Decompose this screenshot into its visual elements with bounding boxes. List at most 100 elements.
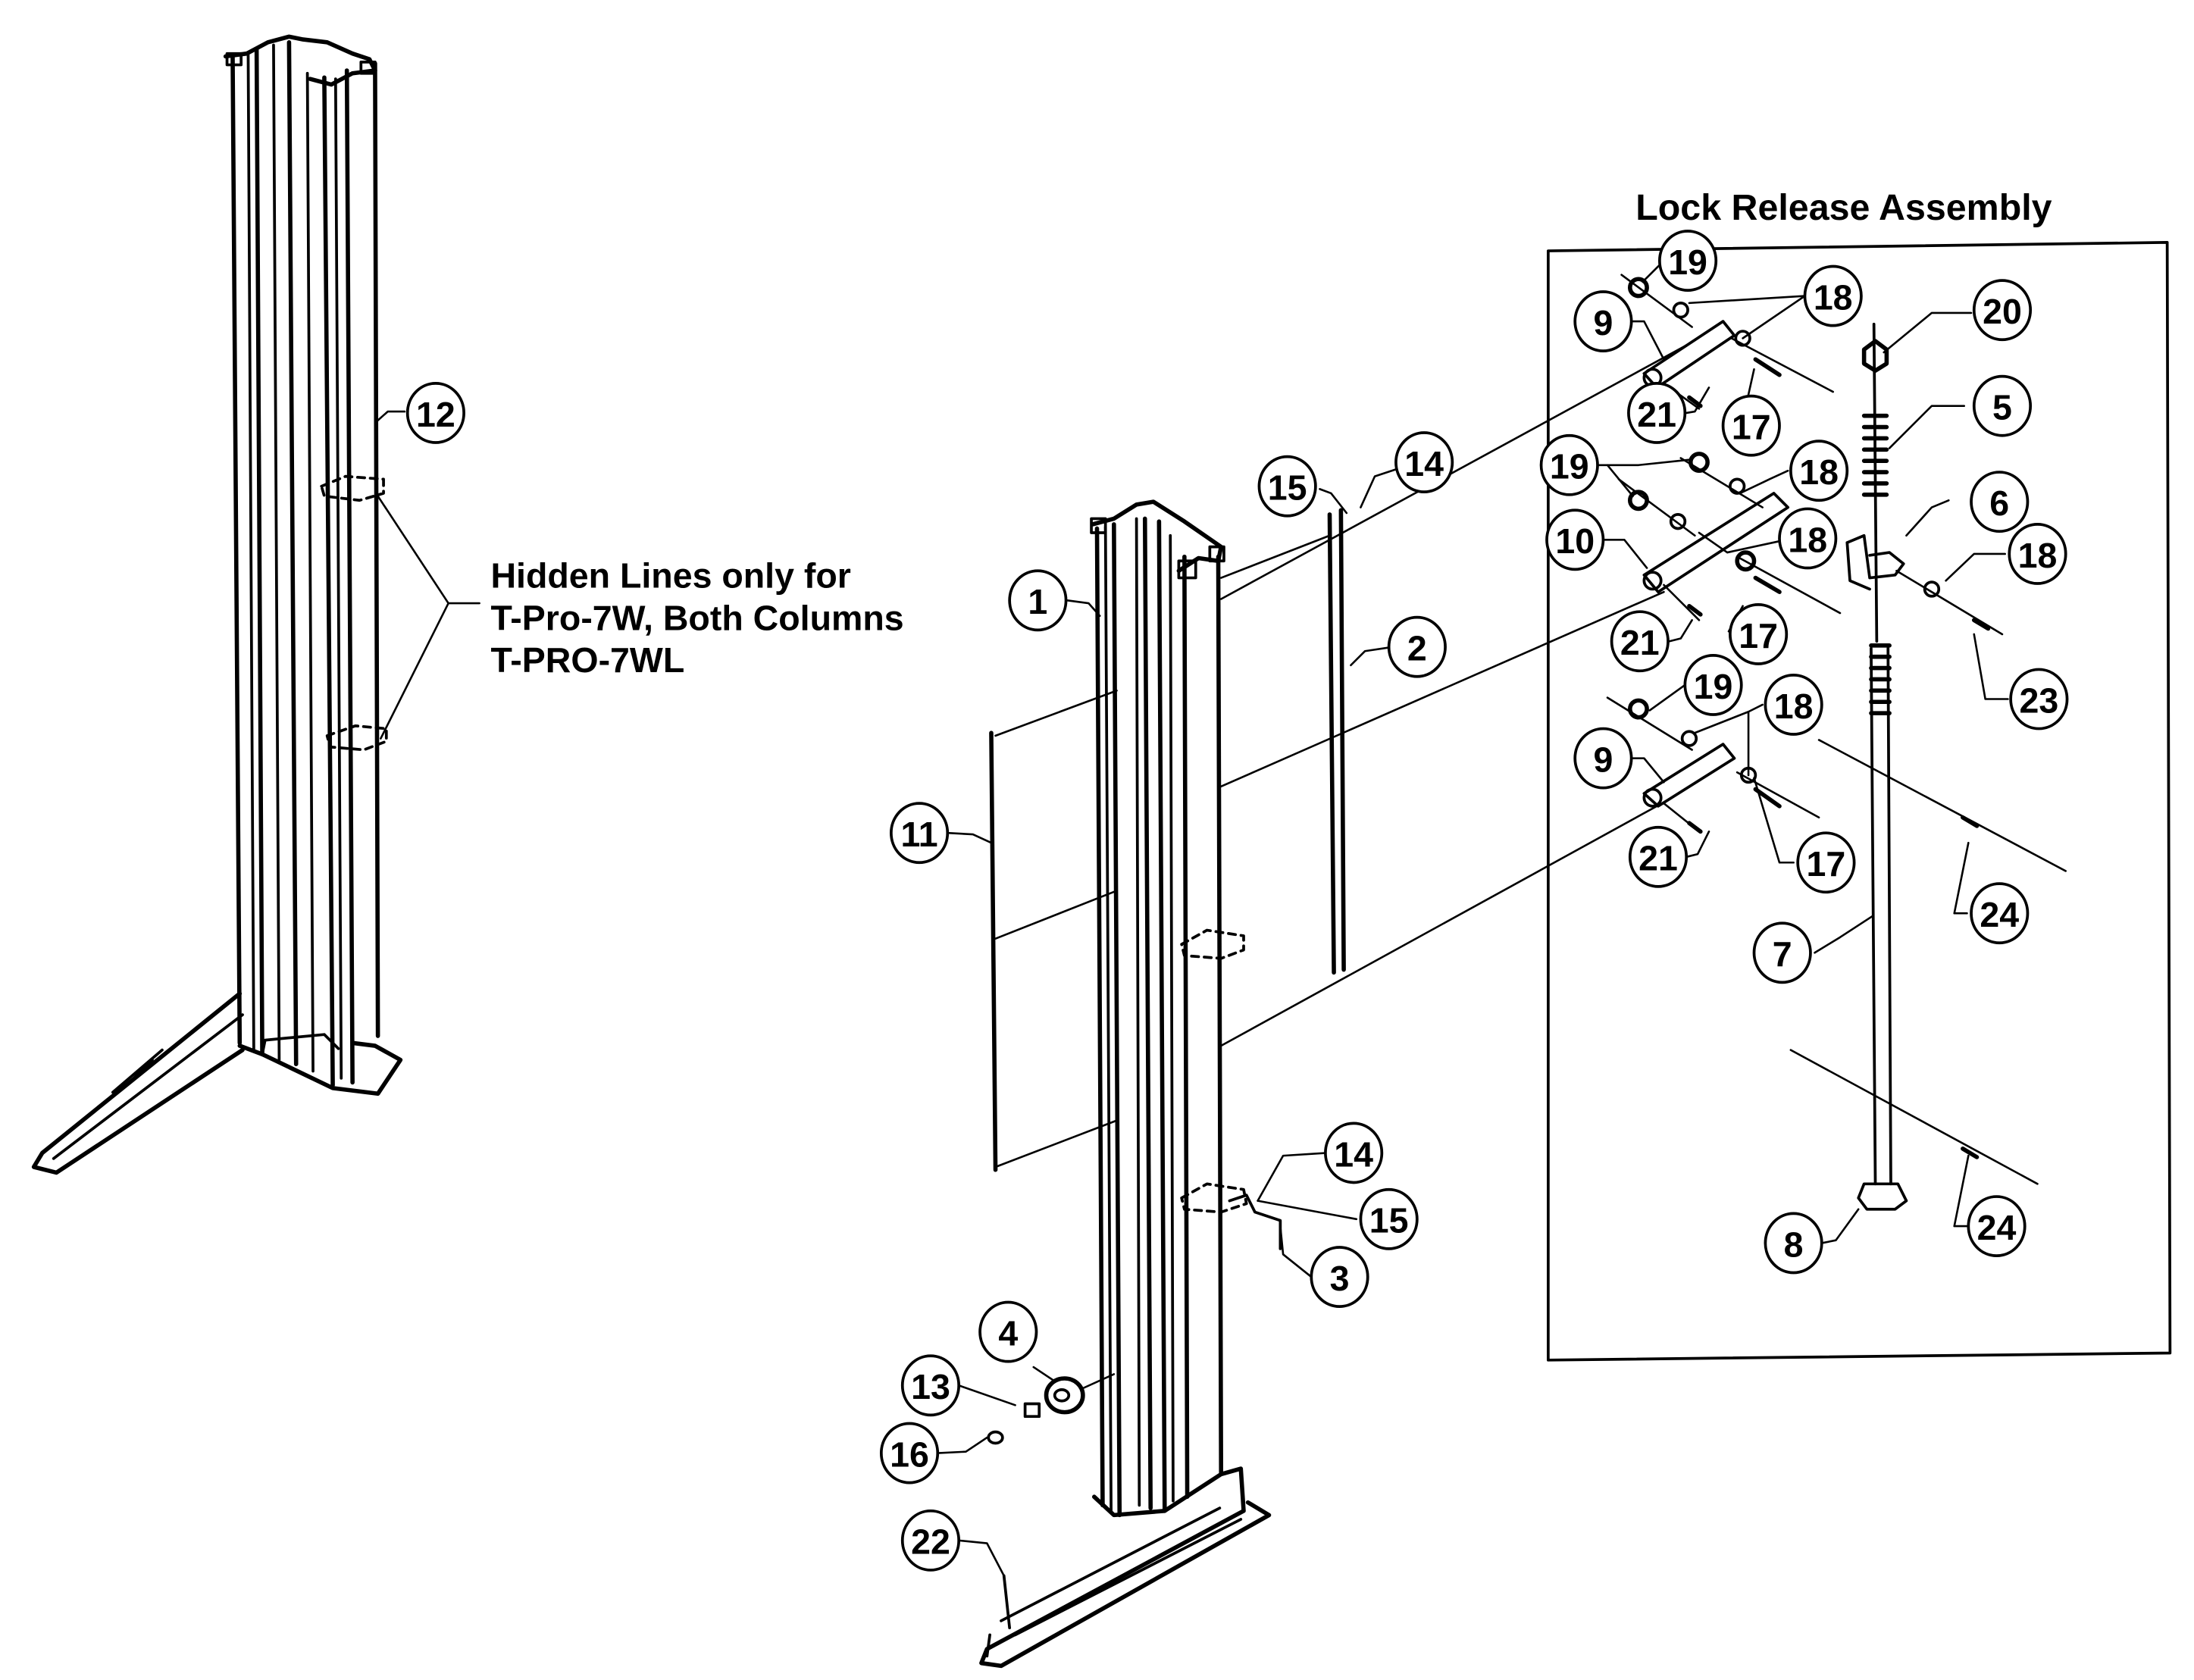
callout-circle [1752,921,1812,984]
callout-circle [1539,433,1599,496]
callout-circle [1008,569,1068,632]
callout-19: 19 [1683,653,1743,716]
callout-19: 19 [1539,433,1599,496]
callout-circle [1387,615,1447,678]
callout-circle [1257,455,1317,518]
callout-circle [879,1422,940,1484]
callout-number: 13 [911,1367,950,1406]
callout-5: 5 [1972,374,2033,437]
callout-19: 19 [1657,230,1718,292]
explode-lines [994,344,1688,1168]
callout-circle [1972,279,2033,342]
callout-14: 14 [1324,1122,1384,1184]
left-column-drawing [31,34,403,1175]
note-line-2: T-Pro-7W, Both Columns [490,598,903,637]
lock-release-leaders [1596,264,2009,1244]
callout-9: 9 [1573,290,1633,352]
callout-circle [1764,1212,1823,1275]
callout-22: 22 [900,1509,961,1572]
callout-13: 13 [900,1354,961,1417]
callout-number: 15 [1369,1201,1409,1240]
lock-release-box: Lock Release Assembly [1547,187,2172,1362]
main-column-leaders [936,468,1397,1577]
rail-part-2 [1327,508,1346,975]
callout-circle [890,802,950,865]
callout-circle [1628,825,1689,888]
callout-number: 14 [1404,444,1444,483]
callout-circle [1796,831,1856,894]
callout-circle [1721,394,1781,457]
callout-number: 21 [1638,839,1678,878]
callout-17: 17 [1796,831,1856,894]
callout-8: 8 [1764,1212,1823,1275]
callout-21: 21 [1610,610,1670,673]
callout-circle [1803,264,1863,327]
callout-18: 18 [1778,507,1838,570]
callout-circle [1394,431,1454,493]
callout-circle [1729,603,1789,665]
callout-18: 18 [1789,440,1849,502]
left-column-leaders [374,410,480,740]
callout-number: 24 [1980,895,2019,934]
callout-circle [1967,1195,2027,1258]
callout-number: 10 [1555,521,1595,561]
callout-circle [405,382,465,444]
callout-number: 22 [911,1522,950,1562]
callout-9: 9 [1573,727,1633,790]
callout-number: 3 [1330,1259,1350,1298]
callout-number: 19 [1668,242,1707,282]
callout-15: 15 [1359,1187,1419,1250]
callout-number: 21 [1620,623,1660,662]
callout-number: 18 [1799,452,1839,492]
callout-number: 18 [1814,277,1853,317]
callout-number: 17 [1739,616,1778,655]
roller-assembly [987,1373,1116,1630]
callout-14: 14 [1394,431,1454,493]
callout-21: 21 [1627,382,1687,444]
callout-circle [2009,668,2069,731]
note-line-3: T-PRO-7WL [490,640,684,680]
callout-circle [900,1509,961,1572]
callout-number: 2 [1407,629,1427,668]
callout-1: 1 [1008,569,1068,632]
callout-number: 16 [890,1434,929,1474]
rail-part-11 [989,731,998,1172]
callout-circle [1610,610,1670,673]
callout-circle [1324,1122,1384,1184]
callout-number: 9 [1593,740,1613,779]
callout-number: 21 [1637,395,1676,434]
callout-number: 15 [1268,468,1307,508]
lock-release-title: Lock Release Assembly [1635,187,2052,228]
callout-3: 3 [1310,1246,1369,1308]
callout-24: 24 [1970,882,2030,945]
callout-7: 7 [1752,921,1812,984]
callout-number: 20 [1983,292,2022,331]
callout-number: 4 [998,1313,1018,1353]
callout-6: 6 [1970,471,2030,533]
callout-circle [1627,382,1687,444]
callout-number: 11 [900,815,937,854]
callout-circle [1310,1246,1369,1308]
callout-20: 20 [1972,279,2033,342]
callout-number: 12 [416,395,455,434]
callout-23: 23 [2009,668,2069,731]
callout-circle [1970,471,2030,533]
callout-circle [1573,290,1633,352]
callout-16: 16 [879,1422,940,1484]
callout-2: 2 [1387,615,1447,678]
callout-number: 6 [1989,483,2009,523]
callout-circle [1972,374,2033,437]
callout-21: 21 [1628,825,1689,888]
callout-18: 18 [1764,674,1823,736]
callout-circle [1683,653,1743,716]
callout-number: 7 [1773,934,1792,974]
callout-circle [1970,882,2030,945]
callout-circle [1657,230,1718,292]
main-column-drawing [979,499,1282,1669]
hidden-lines-note: Hidden Lines only for T-Pro-7W, Both Col… [490,556,903,680]
callout-circle [1778,507,1838,570]
callout-18: 18 [2008,523,2067,585]
callout-number: 19 [1694,667,1733,706]
